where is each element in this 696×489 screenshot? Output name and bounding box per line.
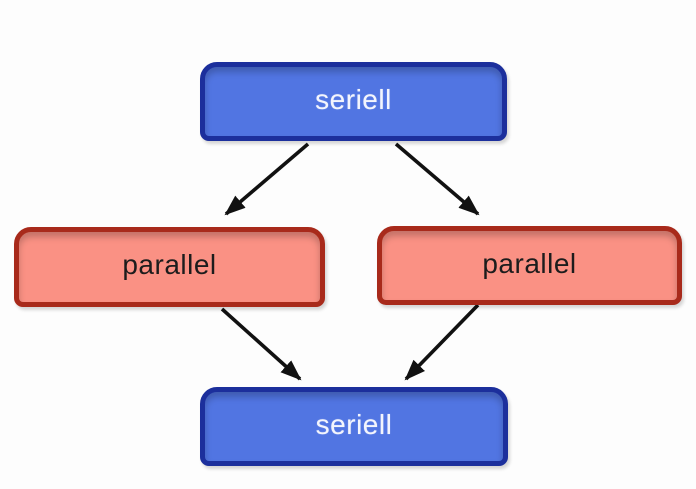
node-label: parallel xyxy=(122,249,217,280)
node-label: seriell xyxy=(315,408,393,440)
node-parallel-right: parallel xyxy=(377,226,682,305)
node-label: seriell xyxy=(315,83,392,115)
node-label: parallel xyxy=(482,247,577,279)
edge-parallel-right-to-seriell-bottom xyxy=(404,303,480,381)
edge-seriell-top-to-parallel-left xyxy=(224,142,310,216)
node-seriell-top: seriell xyxy=(200,62,507,141)
edge-seriell-top-to-parallel-right xyxy=(394,142,480,216)
node-parallel-left: parallel xyxy=(14,227,325,307)
edge-parallel-left-to-seriell-bottom xyxy=(220,307,302,381)
node-seriell-bottom: seriell xyxy=(200,387,508,466)
